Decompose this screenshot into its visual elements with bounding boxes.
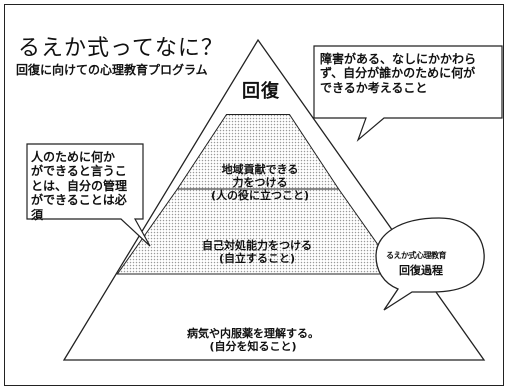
slide-subtitle: 回復に向けての心理教育プログラム (16, 63, 208, 77)
pyramid-apex-label: 回復 (242, 81, 280, 102)
slide-title: るえか式ってなに？ (18, 36, 224, 61)
pyramid-level-understanding: 病気や内服薬を理解する。 (自分を知ること) (187, 327, 319, 354)
sticker-circle (375, 217, 485, 311)
left-callout-text: 人のために何か ができると言うこ とは、自分の管理 ができることは必 須 (31, 150, 128, 222)
pyramid-level-contribution: 地域貢献できる 力をつける (人の役に立つこと) (210, 163, 310, 203)
sticker-subtitle: 回復過程 (399, 264, 443, 277)
pyramid-level-self-care: 自己対処能力をつける (自立すること) (202, 239, 312, 266)
left-callout-bubble (26, 143, 151, 247)
right-callout-text: 障害がある、なしにかかわら ず、自分が誰かのために何が できるか考えること (320, 52, 477, 95)
sticker-title: るえか式心理教育 (386, 251, 447, 260)
right-callout-bubble (313, 45, 503, 142)
slide-frame (4, 4, 504, 386)
